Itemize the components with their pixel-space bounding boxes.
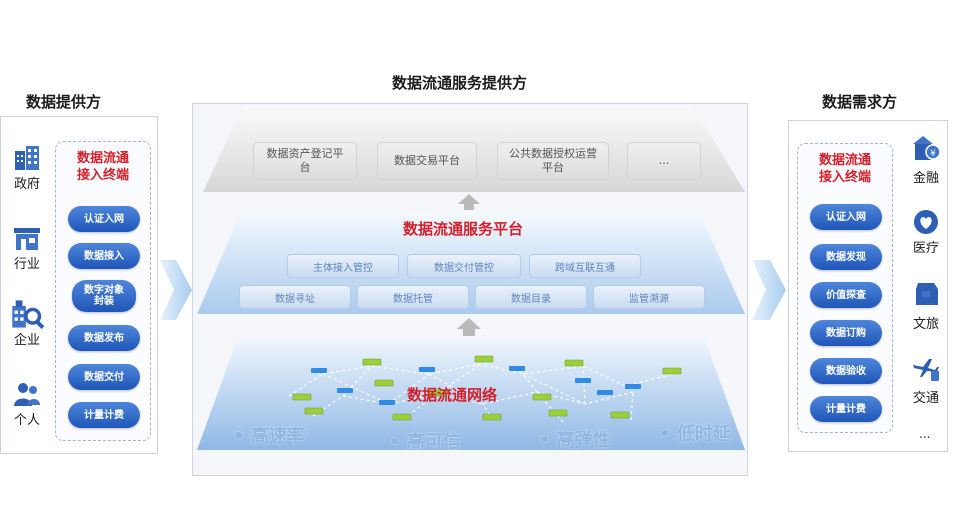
demand-panel: 数据流通 接入终端 认证入网 数据发现 价值探查 数据订购 数据验收 计量计费 … <box>788 120 948 452</box>
platform-chip-addressing: 数据寻址 <box>239 285 351 309</box>
provider-pill-encapsulate: 数字对象封装 <box>72 280 136 312</box>
platform-title: 数据流通服务平台 <box>403 220 524 238</box>
demand-pill-acceptance: 数据验收 <box>810 358 882 384</box>
culture-travel-icon <box>916 283 938 305</box>
provider-entity-label: 个人 <box>13 413 40 428</box>
network-feature-low-latency: • 低时延 <box>659 424 731 445</box>
demand-access-terminal: 数据流通 接入终端 认证入网 数据发现 价值探查 数据订购 数据验收 计量计费 <box>797 143 893 433</box>
demand-pill-billing: 计量计费 <box>810 396 882 422</box>
network-title: 数据流通网络 <box>407 386 498 404</box>
platform-chip-traceability: 监管溯源 <box>593 285 705 309</box>
provider-heading: 数据提供方 <box>26 93 102 111</box>
plane-icon <box>913 359 939 381</box>
top-chip-more: ... <box>627 142 701 180</box>
demand-pill-order: 数据订购 <box>810 320 882 346</box>
network-feature-high-elasticity: • 高弹性 <box>539 430 611 451</box>
provider-entity-label: 政府 <box>13 177 40 192</box>
demand-entity-culture-tourism: 文旅 <box>903 281 949 332</box>
platform-chip-catalog: 数据目录 <box>475 285 587 309</box>
provider-entity-individual: 个人 <box>4 381 50 428</box>
service-heading: 数据流通服务提供方 <box>392 74 528 92</box>
people-icon <box>14 383 40 406</box>
top-chip-public-data-operation: 公共数据授权运营平台 <box>497 142 609 180</box>
demand-entity-label: 文旅 <box>912 317 939 332</box>
demand-pill-discovery: 数据发现 <box>810 244 882 270</box>
platform-chip-hosting: 数据托管 <box>357 285 469 309</box>
factory-icon <box>14 228 40 250</box>
svg-text:¥: ¥ <box>930 149 936 159</box>
demand-entity-transport: 交通 <box>903 355 949 406</box>
demand-entity-label: 金融 <box>912 171 939 186</box>
provider-terminal-title: 数据流通 接入终端 <box>76 151 129 183</box>
service-frame: 数据资产登记平台 数据交易平台 公共数据授权运营平台 ... 数据流通服务平台 … <box>192 103 748 476</box>
platform-chip-access-control: 主体接入管控 <box>287 254 399 278</box>
up-arrow-icon <box>458 194 480 210</box>
top-chip-trading-platform: 数据交易平台 <box>377 142 477 180</box>
provider-entity-government: 政府 <box>4 145 50 192</box>
finance-icon: ¥ <box>913 136 941 160</box>
demand-entity-finance: ¥ 金融 <box>903 135 949 186</box>
platform-chip-delivery-control: 数据交付管控 <box>407 254 521 278</box>
top-chip-asset-registration: 数据资产登记平台 <box>253 142 357 180</box>
provider-access-terminal: 数据流通 接入终端 认证入网 数据接入 数字对象封装 数据发布 数据交付 计量计… <box>55 141 151 441</box>
provider-pill-billing: 计量计费 <box>68 402 140 428</box>
flow-arrow-left <box>160 260 192 320</box>
demand-terminal-title: 数据流通 接入终端 <box>818 153 871 185</box>
provider-entity-enterprise: 企业 <box>4 299 50 348</box>
network-graph <box>288 355 682 423</box>
flow-arrow-right <box>752 260 786 320</box>
provider-pill-publish: 数据发布 <box>68 325 140 351</box>
provider-pill-deliver: 数据交付 <box>68 364 140 390</box>
provider-pill-auth: 认证入网 <box>68 206 140 232</box>
provider-entity-label: 行业 <box>13 257 40 272</box>
network-feature-high-trust: • 高可信 <box>389 432 461 453</box>
building-icon <box>15 146 39 170</box>
provider-entity-industry: 行业 <box>4 225 50 272</box>
demand-more: ... <box>919 427 931 441</box>
demand-pill-auth: 认证入网 <box>810 204 882 230</box>
enterprise-search-icon <box>12 300 44 329</box>
provider-pill-ingest: 数据接入 <box>68 243 140 269</box>
up-arrow-icon <box>457 318 481 336</box>
demand-pill-value-probe: 价值探查 <box>810 282 882 308</box>
medical-heart-icon <box>914 210 938 234</box>
provider-panel: 政府 行业 企业 个人 数据流通 <box>0 116 158 454</box>
platform-chip-cross-domain: 跨域互联互通 <box>529 254 641 278</box>
network-feature-high-speed: • 高速率 <box>233 426 305 447</box>
demand-entity-medical: 医疗 <box>903 209 949 256</box>
demand-entity-label: 交通 <box>912 391 939 406</box>
demand-heading: 数据需求方 <box>822 93 898 111</box>
demand-entity-label: 医疗 <box>912 241 939 256</box>
provider-entity-label: 企业 <box>13 333 40 348</box>
